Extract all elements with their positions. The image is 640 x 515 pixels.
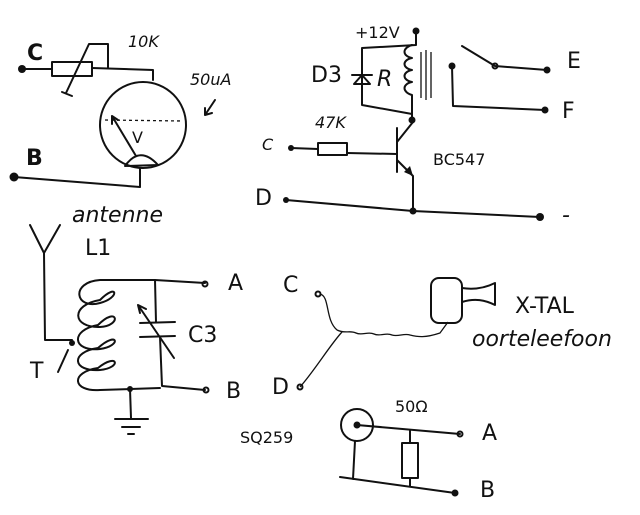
base-wire: [290, 147, 398, 155]
terminal-b-dot: [451, 489, 459, 497]
coil-l1: [77, 279, 161, 392]
transistor-bc547: [396, 121, 414, 212]
emitter-arrow-icon: [404, 166, 413, 176]
meter-circuit: C 10K V 50uA B antenne: [9, 32, 231, 228]
tap-arrow-icon: [57, 349, 69, 373]
output-e-dot: [543, 66, 551, 74]
terminal-c-label: C: [27, 41, 43, 66]
terminal-b-label: B: [26, 146, 43, 171]
terminal-b-dot: [202, 386, 210, 394]
switch-pivot: [491, 62, 499, 70]
earphone-body: [430, 277, 463, 324]
tap-node: [69, 340, 75, 346]
terminal-a-label: A: [482, 421, 497, 446]
earphone-circuit: C D X-TAL oorteleefoon: [272, 273, 612, 400]
potentiometer-wiper: [61, 43, 109, 97]
connector-label: SQ259: [240, 428, 293, 447]
terminal-a-dot: [201, 280, 209, 288]
meter-wire-top: [21, 67, 154, 81]
antenna-icon: [29, 224, 73, 341]
terminal-d-label: D: [272, 375, 289, 400]
emitter-node: [409, 207, 417, 215]
transistor-label: BC547: [433, 150, 485, 169]
ground-icon: [114, 388, 149, 435]
negative-dot: [536, 213, 544, 221]
terminal-b-label: B: [226, 379, 241, 404]
tap-label: T: [29, 359, 44, 384]
relay-contact-wire: [451, 65, 546, 111]
capacitor-label: C3: [188, 323, 217, 348]
resistor-10k-label: 10K: [128, 32, 160, 51]
twisted-wire: [299, 293, 449, 388]
relay-switch-arm: [461, 45, 548, 71]
resistor-50-ohm: [401, 442, 419, 479]
xtal-label: X-TAL: [515, 294, 575, 319]
arrow-icon: [204, 99, 216, 116]
resistor-47k-label: 47K: [315, 113, 347, 132]
negative-label: -: [562, 203, 570, 228]
terminal-a-dot: [456, 430, 464, 438]
earphone-caption: oorteleefoon: [472, 327, 612, 352]
connector-wires: [339, 424, 461, 494]
antenne-caption: antenne: [72, 203, 163, 228]
connector-circuit: SQ259 50Ω A B: [240, 397, 497, 503]
coil-label: L1: [85, 236, 111, 261]
output-e-label: E: [567, 49, 581, 74]
input-d-label: D: [255, 186, 272, 211]
capacitor-c3: [139, 279, 206, 391]
supply-label: +12V: [355, 23, 400, 42]
output-f-dot: [541, 106, 549, 114]
resistor-50-label: 50Ω: [395, 397, 428, 416]
relay-coil: [403, 44, 413, 115]
terminal-c-dot: [314, 290, 322, 298]
meter-wire-bottom: [13, 167, 141, 188]
diode-d3-symbol: [351, 74, 373, 85]
terminal-b-label: B: [480, 478, 495, 503]
resistor-47k: [317, 142, 348, 156]
tank-circuit: L1 C3 T A B: [29, 224, 243, 435]
coax-connector-icon: [340, 408, 374, 442]
earphone-icon: [461, 282, 496, 306]
meter-symbol: V: [132, 128, 143, 147]
terminal-d-dot: [296, 383, 304, 391]
meter-pivot: [124, 154, 159, 167]
meter-value-label: 50uA: [190, 70, 231, 89]
input-c-label: C: [262, 135, 274, 154]
microammeter: [99, 81, 187, 169]
variable-arrow-icon: [137, 304, 175, 359]
terminal-c-label: C: [283, 273, 298, 298]
terminal-a-label: A: [228, 271, 243, 296]
relay-circuit: +12V D3 R 47K C BC547 D - E F: [255, 23, 581, 228]
meter-needle: [111, 115, 137, 157]
relay-core: [420, 50, 432, 100]
output-f-label: F: [562, 99, 575, 124]
potentiometer-10k: [51, 61, 93, 77]
relay-label: R: [377, 67, 392, 92]
diode-label: D3: [311, 63, 342, 88]
